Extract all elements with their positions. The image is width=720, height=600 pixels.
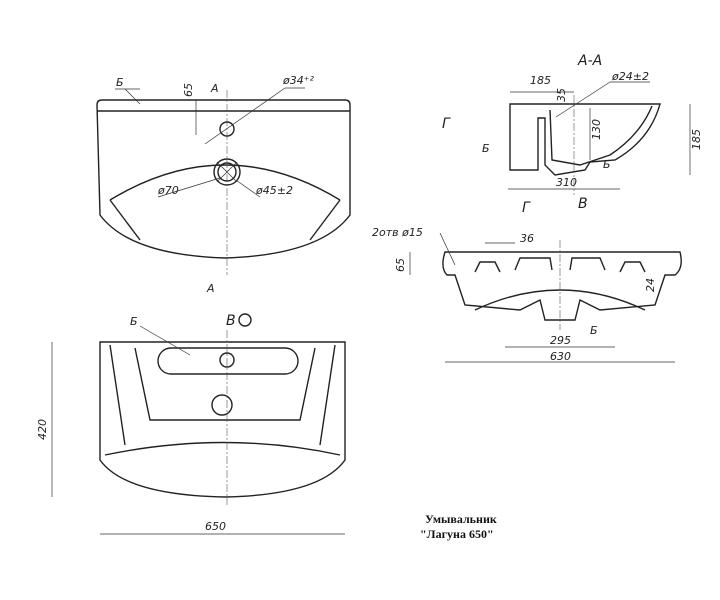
mark-b-right: Б [603, 158, 611, 171]
hole-45-label: ø45±2 [255, 184, 293, 197]
dim-295: 295 [550, 334, 571, 347]
title-line-2: "Лагуна 650" [420, 527, 494, 541]
dim-420: 420 [36, 419, 49, 440]
holes-label: 2отв ø15 [372, 226, 423, 239]
section-a-a: А-А 185 ø24±2 35 130 185 310 Б Б Г Г В [442, 53, 703, 216]
mark-b: Б [130, 315, 138, 328]
view-g-arrow: Г [442, 116, 451, 132]
dim-185-width: 185 [530, 74, 551, 87]
dim-65: 65 [394, 258, 407, 272]
view-label: В [226, 313, 236, 329]
mark-b-left: Б [482, 142, 490, 155]
view-g-label: Г [522, 200, 531, 216]
dim-630: 630 [550, 350, 571, 363]
dim-35: 35 [555, 88, 568, 102]
section-title: А-А [577, 53, 602, 69]
view-v: Б В 420 650 [36, 313, 346, 535]
section-a-bottom: А [206, 282, 215, 295]
top-view: Б 65 А А ø34⁺² ø70 ø45±2 [96, 74, 351, 295]
dim-185-height: 185 [690, 129, 703, 150]
mark-b: Б [590, 324, 598, 337]
title-line-1: Умывальник [425, 512, 497, 526]
section-a-top: А [210, 82, 219, 95]
mark-b: Б [116, 76, 124, 89]
dim-65: 65 [182, 83, 195, 97]
hole-34-label: ø34⁺² [282, 74, 315, 87]
view-g: 2отв ø15 36 65 24 Б 295 630 [372, 226, 682, 363]
dim-130: 130 [590, 119, 603, 140]
hole-24-label: ø24±2 [611, 70, 649, 83]
dim-36: 36 [520, 232, 534, 245]
dim-310: 310 [556, 176, 577, 189]
dim-24: 24 [644, 278, 657, 292]
view-v-arrow: В [578, 196, 588, 212]
dim-650: 650 [205, 520, 226, 533]
hole-70-label: ø70 [157, 184, 179, 197]
